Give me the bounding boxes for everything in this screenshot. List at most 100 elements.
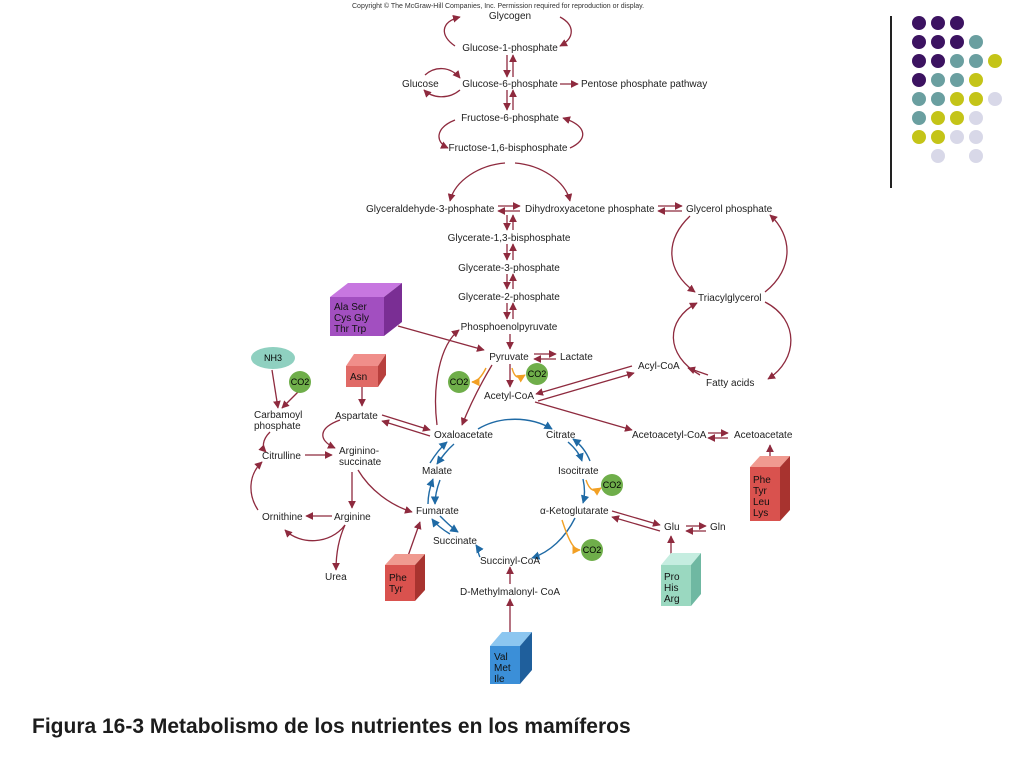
label-citrate: Citrate xyxy=(546,430,576,441)
label-glycerate-bisphosphate: Glycerate-1,3-bisphosphate xyxy=(448,233,571,244)
box-text-asn: Asn xyxy=(350,372,367,383)
decorative-dot xyxy=(931,149,945,163)
decorative-dot xyxy=(969,92,983,106)
label-fumarate: Fumarate xyxy=(416,506,459,517)
co2-release-arrows xyxy=(471,367,602,555)
label-arginine: Arginine xyxy=(334,512,371,523)
arrow-isocitrate-akg xyxy=(581,478,590,504)
tca-cycle-arrows xyxy=(426,418,591,560)
pathway-arrows xyxy=(250,14,792,637)
decorative-dot xyxy=(931,73,945,87)
arrow-g6p-glucose xyxy=(423,89,461,98)
label-urea: Urea xyxy=(325,572,347,583)
decorative-dot xyxy=(912,54,926,68)
label-glu: Glu xyxy=(664,522,680,533)
co2-markers: CO2 CO2 CO2 CO2 CO2 xyxy=(289,363,623,561)
decorative-dot xyxy=(931,92,945,106)
label-methylmalonyl-coa: D-Methylmalonyl- CoA xyxy=(460,587,560,598)
label-glycogen: Glycogen xyxy=(489,11,531,22)
arrow-arginine-ornithine-loop xyxy=(284,524,346,542)
arrow-glycogen-left xyxy=(443,14,461,47)
label-lactate: Lactate xyxy=(560,352,593,363)
arrow-akg-co2 xyxy=(561,519,581,555)
decorative-dot xyxy=(950,73,964,87)
arrow-malate-fumarate xyxy=(430,479,441,505)
label-pyruvate: Pyruvate xyxy=(489,352,529,363)
label-triacylglycerol: Triacylglycerol xyxy=(698,293,762,304)
label-fatty-acids: Fatty acids xyxy=(706,378,754,389)
label-acetoacetate: Acetoacetate xyxy=(734,430,793,441)
arrow-fumarate-succinate xyxy=(439,515,459,533)
decorative-dot xyxy=(969,111,983,125)
arrow-succinylcoa-succinate xyxy=(475,544,484,558)
co2-label: CO2 xyxy=(450,377,469,387)
arrow-citrate-isocitrate xyxy=(567,441,584,462)
box-asn: Asn xyxy=(346,354,386,387)
decorative-dot xyxy=(969,73,983,87)
arrow-oxaloacetate-pep xyxy=(434,329,460,426)
decorative-dot xyxy=(931,130,945,144)
co2-bubble-urea: CO2 xyxy=(289,371,311,393)
arrow-pep-co2 xyxy=(471,367,487,387)
decorative-dot xyxy=(988,54,1002,68)
decorative-dot xyxy=(912,16,926,30)
co2-label: CO2 xyxy=(603,480,622,490)
arrow-co2-carbamoyl xyxy=(281,391,299,409)
label-dihydroxyacetone-phosphate: Dihydroxyacetone phosphate xyxy=(525,204,655,215)
label-malate: Malate xyxy=(422,466,452,477)
label-phosphoenolpyruvate: Phosphoenolpyruvate xyxy=(461,322,558,333)
arrow-acylcoa-acetylcoa xyxy=(535,365,633,396)
arrow-aspartate-oxaloacetate xyxy=(381,414,431,432)
co2-bubble-akg: CO2 xyxy=(581,539,603,561)
decorative-dot xyxy=(969,54,983,68)
arrow-isocitrate-co2 xyxy=(585,479,602,496)
co2-label: CO2 xyxy=(528,369,547,379)
label-glucose: Glucose xyxy=(402,79,439,90)
arrow-ornithine-citrulline xyxy=(250,461,263,511)
label-glycerol-phosphate: Glycerol phosphate xyxy=(686,204,773,215)
decorative-dot xyxy=(950,111,964,125)
co2-label: CO2 xyxy=(291,377,310,387)
decorative-dot xyxy=(969,35,983,49)
arrow-glycogen-right xyxy=(559,16,572,47)
decorative-dot xyxy=(912,35,926,49)
co2-bubble-isocitrate: CO2 xyxy=(601,474,623,496)
decorative-dot xyxy=(950,92,964,106)
arrow-fbp-dhap xyxy=(514,162,573,202)
arrow-akg-glu xyxy=(611,510,661,527)
co2-bubble-pep: CO2 xyxy=(448,371,470,393)
decorative-dot xyxy=(912,73,926,87)
label-glycerate-2-phosphate: Glycerate-2-phosphate xyxy=(458,292,560,303)
figure-caption: Figura 16-3 Metabolismo de los nutriente… xyxy=(32,715,631,738)
label-isocitrate: Isocitrate xyxy=(558,466,599,477)
arrow-f6p-fbp xyxy=(438,119,456,149)
arrow-aminoacids-pyruvate xyxy=(397,325,485,352)
label-gln: Gln xyxy=(710,522,726,533)
decorative-dot xyxy=(988,92,1002,106)
arrow-succinate-fumarate xyxy=(431,518,451,535)
label-fructose-6-phosphate: Fructose-6-phosphate xyxy=(461,113,559,124)
arrow-oxaloacetate-malate xyxy=(436,443,455,465)
copyright-notice: Copyright © The McGraw-Hill Companies, I… xyxy=(352,2,644,10)
decorative-dot xyxy=(969,130,983,144)
label-pentose-phosphate-pathway: Pentose phosphate pathway xyxy=(581,79,707,90)
arrow-fbp-f6p xyxy=(562,116,584,149)
arrow-aspartate-argininosuccinate xyxy=(322,419,341,449)
decorative-dot xyxy=(950,54,964,68)
arrow-fumarate-malate xyxy=(426,478,435,505)
decorative-dot xyxy=(969,149,983,163)
arrow-glucose-g6p xyxy=(424,67,461,79)
decorative-dot xyxy=(912,92,926,106)
arrow-akg-succinylcoa xyxy=(531,517,576,560)
nh3-marker: NH3 xyxy=(251,347,295,369)
label-acyl-coa: Acyl-CoA xyxy=(638,361,680,372)
decorative-dot xyxy=(931,54,945,68)
